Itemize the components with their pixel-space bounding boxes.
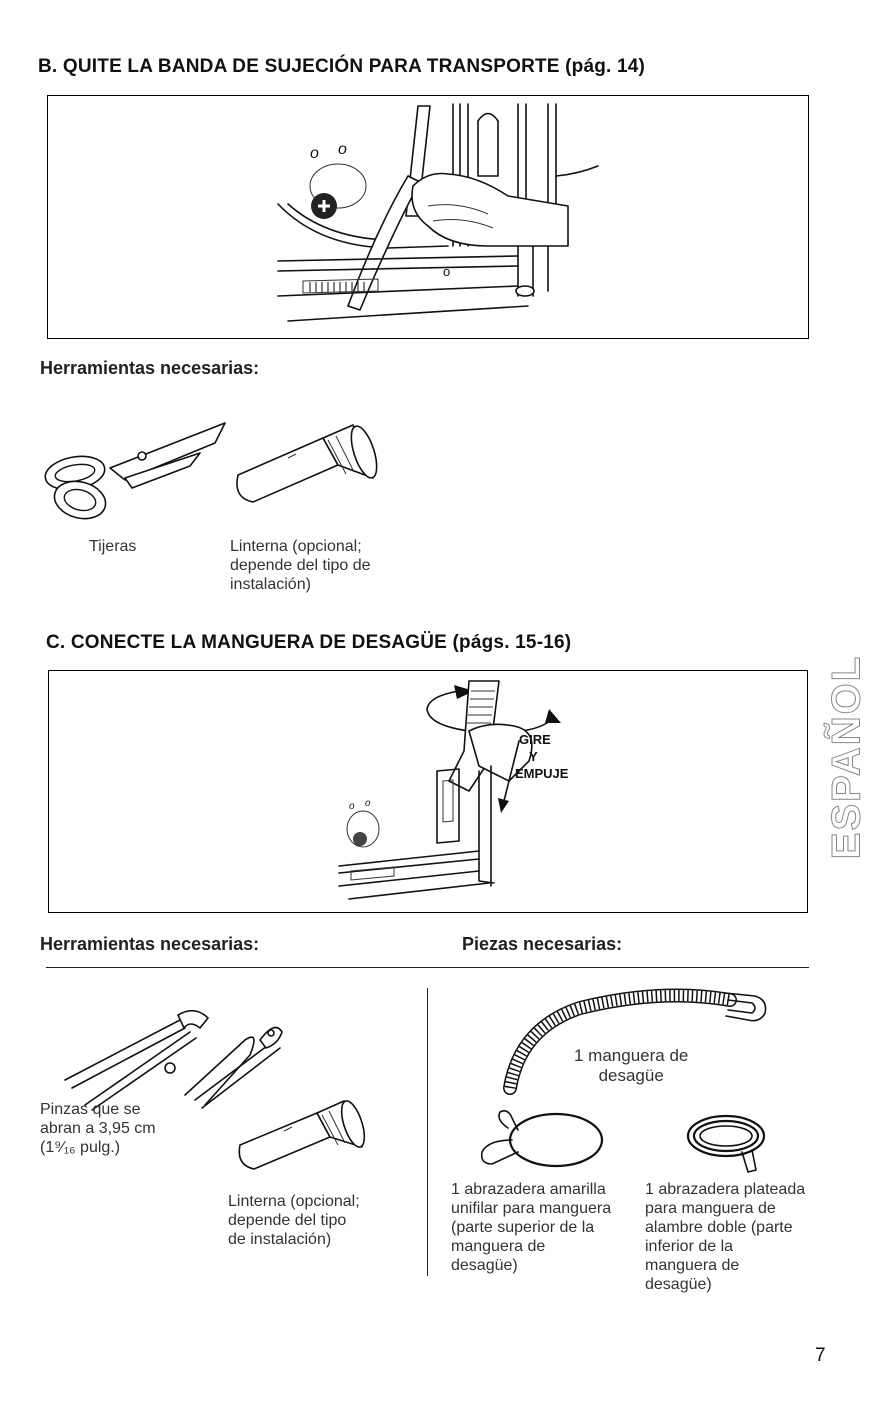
double-wire-clamp-icon (686, 1114, 766, 1173)
label-gire: GIRE (519, 732, 551, 747)
label-empuje: EMPUJE (515, 766, 569, 781)
tool-label-pliers: Pinzas que se abran a 3,95 cm (1⁹⁄₁₆ pul… (40, 1101, 156, 1156)
part-label-yellow-clamp: 1 abrazadera amarilla unifilar para mang… (451, 1181, 612, 1274)
section-c-illustration-frame: GIRE Y EMPUJE o o (48, 670, 808, 913)
section-b-illustration-frame: o o o (47, 95, 809, 339)
svg-text:o: o (310, 145, 319, 162)
flashlight-icon (238, 1100, 366, 1170)
drain-hose-icon (503, 988, 767, 1095)
section-c-tools-heading: Herramientas necesarias: (40, 934, 260, 954)
svg-text:o: o (349, 801, 355, 812)
section-b-title: B. QUITE LA BANDA DE SUJECIÓN PARA TRANS… (38, 56, 646, 77)
section-c-parts-heading: Piezas necesarias: (462, 934, 623, 954)
tool-label-flashlight-c: Linterna (opcional; depende del tipo de … (228, 1193, 360, 1248)
page-number: 7 (815, 1345, 826, 1366)
svg-text:o: o (338, 141, 347, 158)
tool-label-flashlight-b: Linterna (opcional; depende del tipo de … (230, 538, 371, 593)
section-b-tools-heading: Herramientas necesarias: (40, 358, 260, 378)
flashlight-icon (236, 424, 378, 503)
svg-text:o: o (365, 798, 371, 809)
tool-label-scissors: Tijeras (89, 538, 137, 555)
single-wire-clamp-icon (480, 1110, 604, 1168)
section-c-title: C. CONECTE LA MANGUERA DE DESAGÜE (págs.… (46, 632, 572, 653)
label-y: Y (529, 749, 538, 764)
part-label-silver-clamp: 1 abrazadera plateada para manguera de a… (645, 1181, 806, 1293)
language-tab: ESPAÑOL (820, 652, 874, 862)
pliers-icon (64, 1009, 283, 1111)
part-label-drain-hose: 1 manguera de desagüe (574, 1046, 689, 1085)
language-tab-label: ESPAÑOL (824, 654, 869, 860)
drain-hose-illustration: GIRE Y EMPUJE o o (338, 680, 569, 900)
heading-divider (46, 967, 809, 968)
svg-text:o: o (443, 264, 450, 279)
column-divider (427, 988, 428, 1276)
scissors-icon (44, 422, 226, 520)
strap-removal-illustration: o o o (277, 103, 599, 322)
